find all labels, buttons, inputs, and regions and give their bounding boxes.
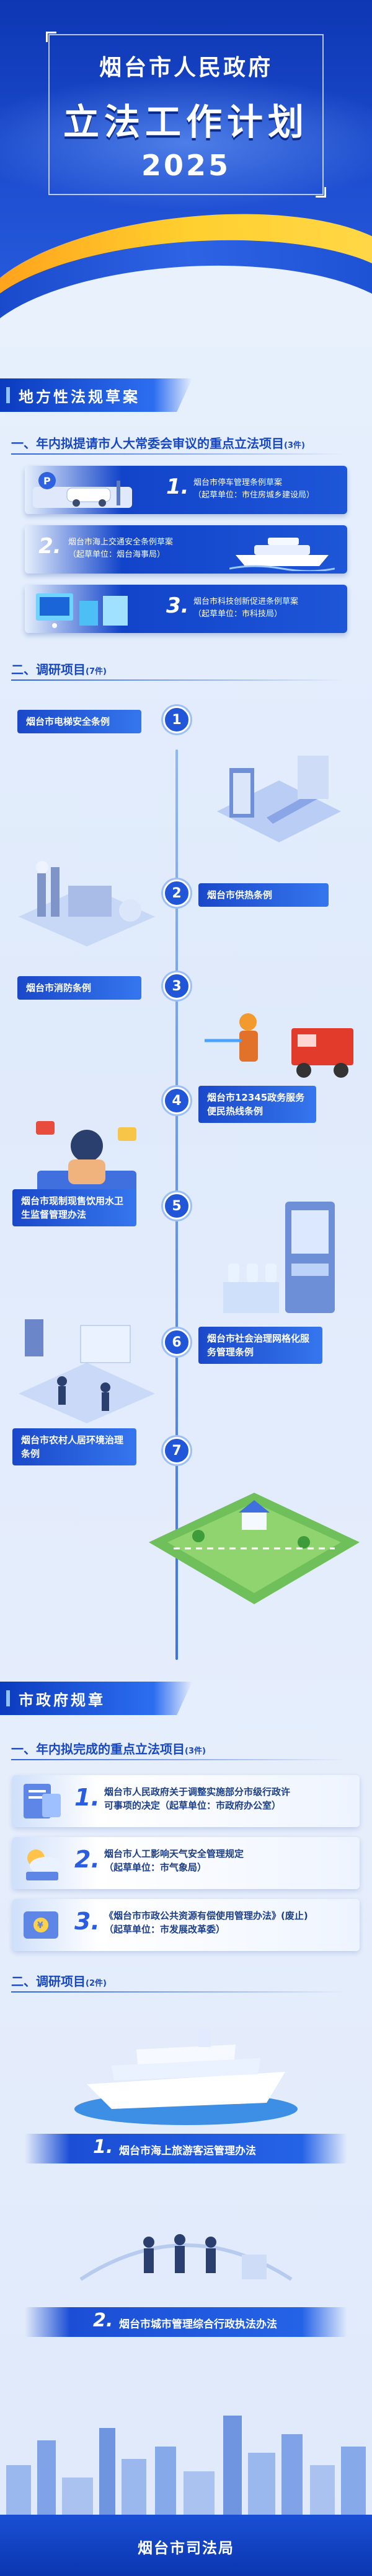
section-pill-gov-rules: 市政府规章: [0, 1682, 192, 1715]
heating-plant-illustration: [19, 861, 155, 946]
gov-item-text: 《烟台市市政公共资源有偿使用管理办法》(废止) （起草单位：市发展改革委）: [104, 1910, 308, 1935]
divider: [11, 679, 346, 681]
city-management-illustration: [79, 2234, 293, 2281]
svg-text:¥: ¥: [37, 1921, 43, 1931]
gov-item-number: 2.: [74, 1846, 100, 1873]
study-item-number: 1.: [93, 2136, 113, 2158]
rural-environment-illustration: [149, 1493, 360, 1604]
tech-illustration: [36, 593, 128, 628]
resource-icon: ¥: [24, 1911, 58, 1939]
subheading-gov-key-projects: 一、年内拟完成的重点立法项目(3件): [11, 1742, 206, 1757]
header-banner: 烟台市人民政府 立法工作计划 2025: [0, 0, 372, 347]
key-item-text: 烟台市海上交通安全条例草案 （起草单位：烟台海事局）: [68, 538, 174, 559]
timeline-node-5: 5: [163, 1192, 190, 1220]
gov-item-1: 1. 烟台市人民政府关于调整实施部分市级行政许 可事项的决定（起草单位：市政府办…: [12, 1775, 360, 1827]
parking-illustration: P: [33, 472, 132, 508]
timeline-node-6: 6: [163, 1329, 190, 1356]
section-pill-local-regulations: 地方性法规草案: [0, 378, 192, 412]
key-item-2: 2. 烟台市海上交通安全条例草案 （起草单位：烟台海事局）: [25, 525, 347, 574]
timeline-label-6: 烟台市社会治理网格化服务管理条例: [198, 1327, 322, 1364]
divider: [11, 1991, 346, 1993]
timeline-node-4: 4: [163, 1087, 190, 1114]
timeline-node-3: 3: [163, 972, 190, 1000]
svg-text:P: P: [43, 475, 51, 487]
grid-management-illustration: [19, 1319, 155, 1423]
footer: 烟台市司法局: [0, 2515, 372, 2576]
key-item-1: P 1. 烟台市停车管理条例草案 （起草单位：市住房城乡建设局）: [25, 466, 347, 514]
study-item-number: 2.: [93, 2310, 113, 2331]
timeline-node-2: 2: [163, 880, 190, 907]
document-icon: [24, 1784, 61, 1818]
gov-item-number: 1.: [74, 1784, 100, 1811]
key-item-number: 2.: [38, 534, 61, 559]
title-frame: [46, 32, 326, 198]
header-title: 立法工作计划: [63, 101, 309, 143]
subheading-research-projects: 二、调研项目(7件): [11, 662, 107, 677]
study-item-2: 2. 烟台市城市管理综合行政执法办法: [25, 2307, 347, 2337]
key-item-number: 1.: [166, 474, 189, 499]
key-item-text: 烟台市科技创新促进条例草案 （起草单位：市科技局）: [193, 597, 299, 619]
timeline-label-1: 烟台市电梯安全条例: [17, 710, 141, 733]
header-gov-name: 烟台市人民政府: [99, 55, 273, 81]
timeline-node-1: 1: [163, 706, 190, 733]
study-item-label: 烟台市海上旅游客运管理办法: [119, 2145, 256, 2157]
cruise-ship-illustration: [74, 2028, 298, 2125]
study-item-label: 烟台市城市管理综合行政执法办法: [119, 2318, 277, 2331]
header-year: 2025: [141, 149, 231, 182]
timeline-node-7: 7: [163, 1437, 190, 1464]
timeline-label-4: 烟台市12345政务服务便民热线条例: [198, 1086, 316, 1123]
gov-item-3: ¥ 3. 《烟台市市政公共资源有偿使用管理办法》(废止) （起草单位：市发展改革…: [12, 1899, 360, 1951]
weather-icon: [26, 1849, 62, 1880]
subheading-gov-research: 二、调研项目(2件): [11, 1974, 107, 1989]
subheading-key-projects: 一、年内拟提请市人大常委会审议的重点立法项目(3件): [11, 436, 305, 451]
timeline-label-2: 烟台市供热条例: [198, 883, 329, 907]
key-item-number: 3.: [166, 593, 189, 618]
ship-illustration: [229, 538, 335, 571]
water-vending-illustration: [223, 1202, 335, 1313]
gov-item-text: 烟台市人工影响天气安全管理规定 （起草单位：市气象局）: [104, 1848, 244, 1873]
key-item-3: 3. 烟台市科技创新促进条例草案 （起草单位：市科技局）: [25, 585, 347, 633]
study-item-1: 1. 烟台市海上旅游客运管理办法: [25, 2134, 347, 2163]
footer-org-name: 烟台市司法局: [138, 2539, 234, 2557]
elevator-illustration: [217, 756, 341, 842]
timeline-label-7: 烟台市农村人居环境治理条例: [12, 1428, 136, 1465]
gov-item-text: 烟台市人民政府关于调整实施部分市级行政许 可事项的决定（起草单位：市政府办公室）: [104, 1786, 291, 1811]
key-item-text: 烟台市停车管理条例草案 （起草单位：市住房城乡建设局）: [193, 478, 315, 500]
timeline-label-3: 烟台市消防条例: [17, 976, 141, 1000]
gov-item-2: 2. 烟台市人工影响天气安全管理规定 （起草单位：市气象局）: [12, 1837, 360, 1889]
timeline-label-5: 烟台市现制现售饮用水卫生监督管理办法: [12, 1189, 136, 1226]
divider: [11, 453, 346, 455]
gov-item-number: 3.: [74, 1908, 100, 1935]
divider: [11, 1759, 346, 1760]
firefighter-illustration: [205, 1013, 353, 1078]
